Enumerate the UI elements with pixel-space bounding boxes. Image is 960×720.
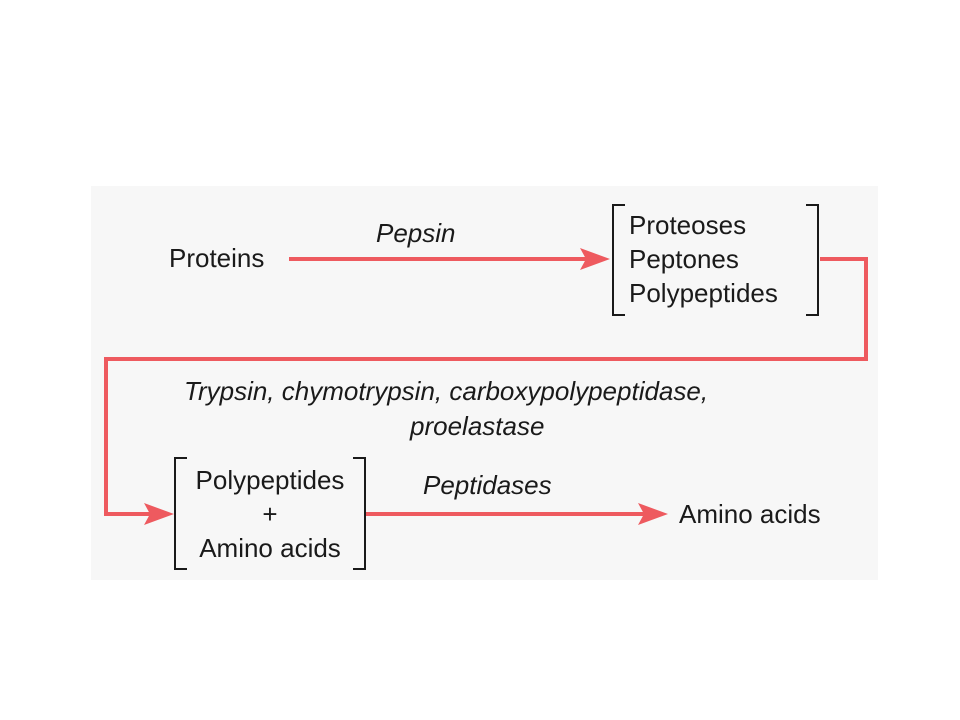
enzymes-label-line2: proelastase xyxy=(410,411,545,441)
product-amino-acids-2: Amino acids xyxy=(199,533,341,563)
plus-sign: + xyxy=(262,499,278,529)
trypsin-arrowhead xyxy=(144,503,174,525)
enzymes-label-line1: Trypsin, chymotrypsin, carboxypolypeptid… xyxy=(184,376,709,406)
bracket-1-left xyxy=(612,204,625,316)
pepsin-arrowhead xyxy=(580,248,610,270)
peptidases-arrowhead xyxy=(638,503,668,525)
bracket-2-right xyxy=(353,457,366,570)
trypsin-connector-arrow xyxy=(104,257,868,516)
product-polypeptides-2: Polypeptides xyxy=(195,465,345,495)
bracket-1-products: Proteoses Peptones Polypeptides xyxy=(629,208,778,310)
product-polypeptides: Polypeptides xyxy=(629,278,778,308)
bracket-1-right xyxy=(806,204,819,316)
product-peptones: Peptones xyxy=(629,244,739,274)
pepsin-label: Pepsin xyxy=(376,218,456,248)
bracket-2-left xyxy=(174,457,187,570)
product-proteoses: Proteoses xyxy=(629,210,747,240)
peptidases-label: Peptidases xyxy=(423,470,552,500)
bracket-2-products: Polypeptides + Amino acids xyxy=(181,463,359,565)
proteins-label: Proteins xyxy=(169,243,265,273)
amino-acids-label: Amino acids xyxy=(679,499,821,529)
